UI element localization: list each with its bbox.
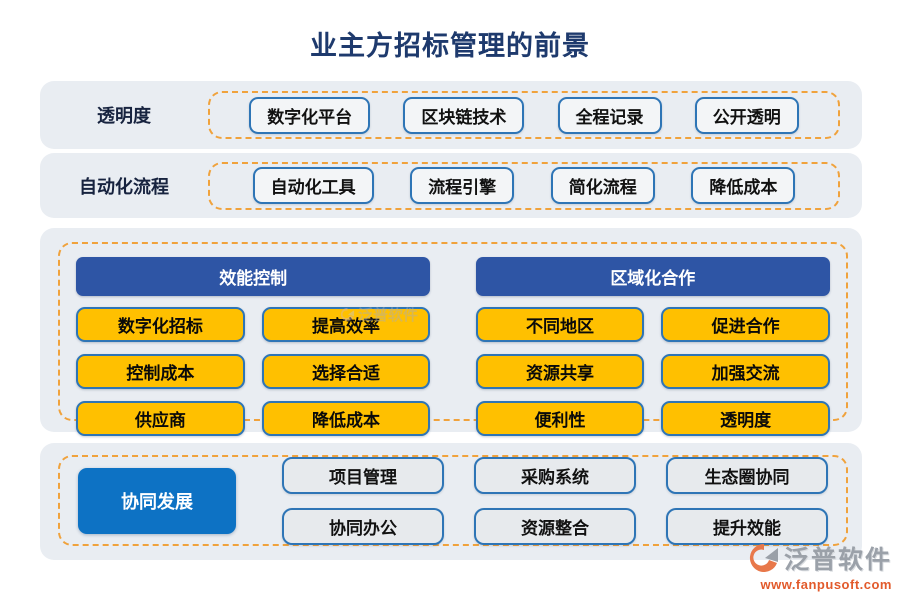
collaboration-dashed-container: 协同发展 项目管理 采购系统 生态圈协同 协同办公 资源整合 提升效能: [58, 455, 848, 546]
row-transparency: 透明度 数字化平台 区块链技术 全程记录 公开透明: [40, 81, 862, 149]
node-promote-cooperation: 促进合作: [661, 307, 830, 342]
node-blockchain-tech: 区块链技术: [403, 96, 525, 134]
row-automation: 自动化流程 自动化工具 流程引擎 简化流程 降低成本: [40, 153, 862, 218]
node-process-engine: 流程引擎: [410, 167, 515, 204]
section-middle: 效能控制 数字化招标 提高效率 控制成本 选择合适 供应商 降低成本 区域化合作…: [40, 228, 862, 436]
group-efficiency-control: 效能控制 数字化招标 提高效率 控制成本 选择合适 供应商 降低成本: [76, 257, 431, 436]
node-digital-platform: 数字化平台: [249, 96, 371, 134]
node-collaborative-office: 协同办公: [282, 507, 444, 545]
collaboration-grid: 项目管理 采购系统 生态圈协同 协同办公 资源整合 提升效能: [282, 456, 828, 545]
middle-dashed-container: 效能控制 数字化招标 提高效率 控制成本 选择合适 供应商 降低成本 区域化合作…: [58, 242, 848, 436]
node-collaborative-development: 协同发展: [78, 467, 236, 534]
node-improve-efficiency: 提高效率: [261, 307, 431, 342]
node-resource-sharing: 资源共享: [475, 354, 645, 389]
node-boost-efficiency: 提升效能: [666, 507, 828, 545]
fanpu-brand-url: www.fanpusoft.com: [760, 577, 892, 592]
node-project-management: 项目管理: [282, 456, 444, 494]
row-automation-items: 自动化工具 流程引擎 简化流程 降低成本: [208, 161, 840, 210]
fanpu-brand: 泛普软件 www.fanpusoft.com: [748, 540, 892, 592]
node-procurement-system: 采购系统: [474, 456, 636, 494]
node-choose-suitable: 选择合适: [261, 354, 431, 389]
row-automation-label: 自动化流程: [79, 176, 169, 197]
fanpu-brand-row: 泛普软件: [748, 540, 892, 576]
node-digital-bidding: 数字化招标: [76, 307, 245, 342]
node-ecosystem-collaboration: 生态圈协同: [666, 456, 828, 494]
group-regional-grid: 不同地区 促进合作 资源共享 加强交流 便利性 透明度: [475, 307, 830, 436]
group-efficiency-header: 效能控制: [76, 257, 431, 296]
fanpu-logo-icon: [749, 543, 778, 572]
node-convenience: 便利性: [475, 401, 645, 436]
page-title: 业主方招标管理的前景: [310, 31, 590, 61]
node-transparency: 透明度: [661, 401, 830, 436]
node-strengthen-exchange: 加强交流: [661, 354, 830, 389]
node-different-regions: 不同地区: [475, 307, 645, 342]
node-resource-integration: 资源整合: [474, 507, 636, 545]
node-supplier: 供应商: [76, 401, 245, 436]
group-regional-header: 区域化合作: [475, 257, 830, 296]
row-transparency-label: 透明度: [97, 106, 151, 126]
node-simplify-process: 简化流程: [550, 167, 655, 204]
node-full-record: 全程记录: [557, 96, 662, 134]
group-efficiency-grid: 数字化招标 提高效率 控制成本 选择合适 供应商 降低成本: [76, 307, 431, 436]
row-transparency-items: 数字化平台 区块链技术 全程记录 公开透明: [208, 91, 840, 139]
fanpu-brand-name: 泛普软件: [783, 546, 892, 574]
node-open-transparent: 公开透明: [694, 96, 799, 134]
section-collaboration: 协同发展 项目管理 采购系统 生态圈协同 协同办公 资源整合 提升效能: [40, 443, 862, 560]
node-lower-cost: 降低成本: [261, 401, 431, 436]
group-regional-cooperation: 区域化合作 不同地区 促进合作 资源共享 加强交流 便利性 透明度: [475, 257, 830, 436]
node-automation-tool: 自动化工具: [252, 167, 374, 204]
node-reduce-cost: 降低成本: [691, 167, 796, 204]
node-control-cost: 控制成本: [76, 354, 245, 389]
